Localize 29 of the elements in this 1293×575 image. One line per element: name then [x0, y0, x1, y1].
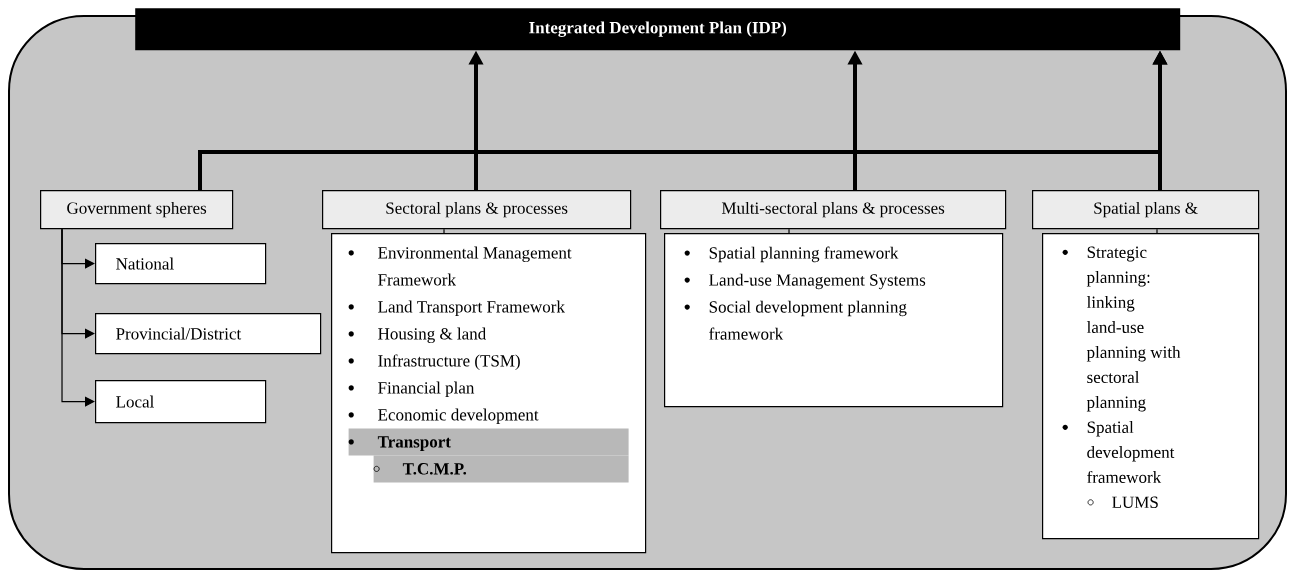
- category-box: Multi-sectoral plans & processes: [660, 190, 1007, 230]
- category-box: Sectoral plans & processes: [322, 190, 632, 230]
- level-box: National: [95, 243, 267, 285]
- list-box: [1042, 233, 1260, 540]
- list-box: [664, 233, 1004, 408]
- list-item: Infrastructure (TSM): [348, 354, 520, 370]
- category-box: Spatial plans &: [1032, 190, 1260, 230]
- list-item: Strategic planning: linking land-use planning with sectoral planning: [1062, 246, 1181, 412]
- list-item: Land-use Management Systems: [684, 273, 926, 290]
- list-item: LUMS: [1087, 496, 1158, 508]
- list-item: T.C.M.P.: [373, 455, 629, 483]
- list-item: Transport: [348, 428, 629, 456]
- arrow: [61, 228, 95, 407]
- list-item: Economic development: [348, 408, 539, 424]
- connector-line: [788, 228, 790, 234]
- list-item: Social development planning framework: [684, 300, 907, 340]
- connector-line: [443, 228, 445, 234]
- level-box: Local: [95, 380, 267, 424]
- level-box: Provincial/District: [95, 313, 322, 355]
- list-item: Environmental Management Framework: [348, 246, 572, 286]
- list-item: Financial plan: [348, 381, 475, 397]
- list-box: [331, 233, 647, 554]
- list-item: Spatial development framework: [1062, 421, 1175, 483]
- connector-line: [1156, 228, 1158, 234]
- title-bar: Integrated Development Plan (IDP): [135, 8, 1181, 51]
- list-item: Housing & land: [348, 327, 486, 344]
- category-box: Government spheres: [40, 190, 234, 230]
- list-item: Land Transport Framework: [348, 300, 565, 316]
- list-item: Spatial planning framework: [684, 246, 899, 263]
